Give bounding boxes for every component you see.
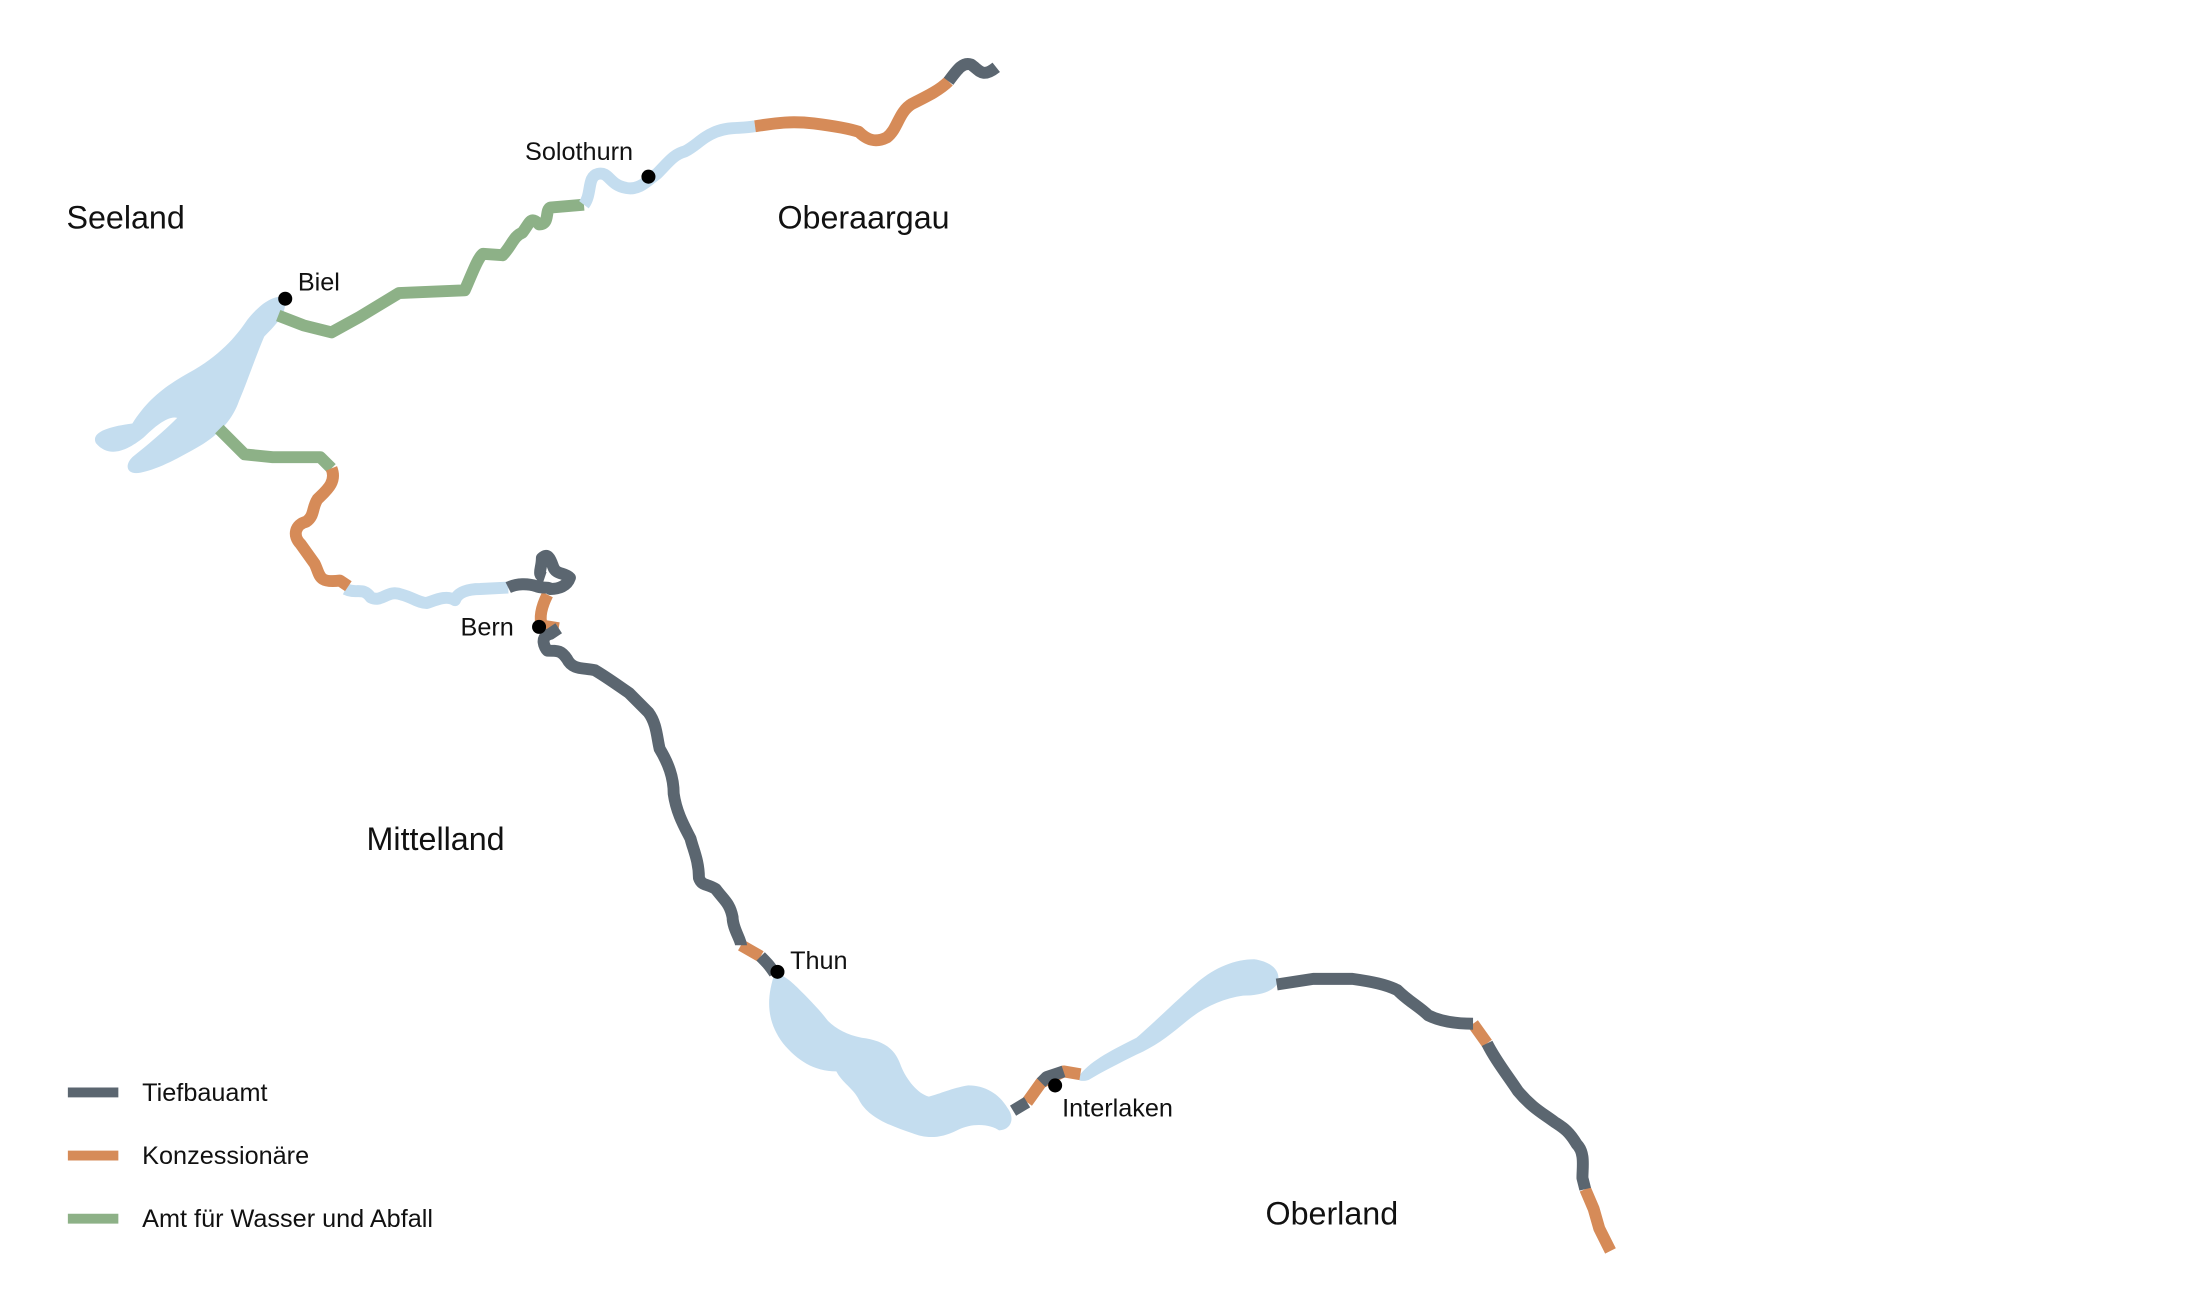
region-label-seeland: Seeland xyxy=(66,200,184,236)
city-dot-thun xyxy=(770,964,785,979)
river-upper-konz xyxy=(754,76,953,147)
river-thun-konz xyxy=(738,940,764,962)
river-biel-bern-green xyxy=(215,424,336,473)
river-top-tba xyxy=(943,58,1000,85)
city-dot-interlaken xyxy=(1048,1078,1063,1093)
river-bern-thun-tba xyxy=(537,623,747,947)
city-dot-biel xyxy=(278,291,293,306)
river-oberland-tba-2 xyxy=(1481,1040,1592,1191)
city-label-interlaken: Interlaken xyxy=(1062,1094,1173,1122)
river-bern-loop-tba xyxy=(505,550,576,595)
river-biel-solothurn xyxy=(276,198,585,339)
city-dot-bern xyxy=(532,619,547,634)
river-bern-konz xyxy=(289,466,352,592)
river-oberland-konz-1 xyxy=(1468,1020,1492,1047)
city-label-biel: Biel xyxy=(298,268,340,296)
region-label-mittelland: Mittelland xyxy=(367,821,505,857)
river-oberland-konz-2 xyxy=(1579,1186,1616,1254)
river-oberland-tba xyxy=(1275,972,1474,1030)
lake-biel xyxy=(94,296,286,474)
lake-thun xyxy=(769,973,1012,1138)
city-label-solothurn: Solothurn xyxy=(525,138,633,166)
legend-label-wasser-abfall: Amt für Wasser und Abfall xyxy=(142,1205,433,1233)
region-label-oberaargau: Oberaargau xyxy=(777,200,949,236)
river-bern-upper-light xyxy=(342,581,509,609)
legend-label-tiefbauamt: Tiefbauamt xyxy=(142,1079,267,1107)
lake-brienz xyxy=(1078,959,1279,1081)
river-interlaken-tba-2 xyxy=(1036,1065,1066,1087)
city-label-thun: Thun xyxy=(790,947,848,975)
legend: Tiefbauamt Konzessionäre Amt für Wasser … xyxy=(67,1079,433,1233)
region-label-oberland: Oberland xyxy=(1265,1195,1398,1231)
river-solothurn-segment xyxy=(578,120,757,209)
city-label-bern: Bern xyxy=(461,613,514,641)
city-dot-solothurn xyxy=(641,169,656,184)
legend-label-konzessionaere: Konzessionäre xyxy=(142,1142,309,1170)
river-interlaken-tba xyxy=(1009,1097,1031,1116)
